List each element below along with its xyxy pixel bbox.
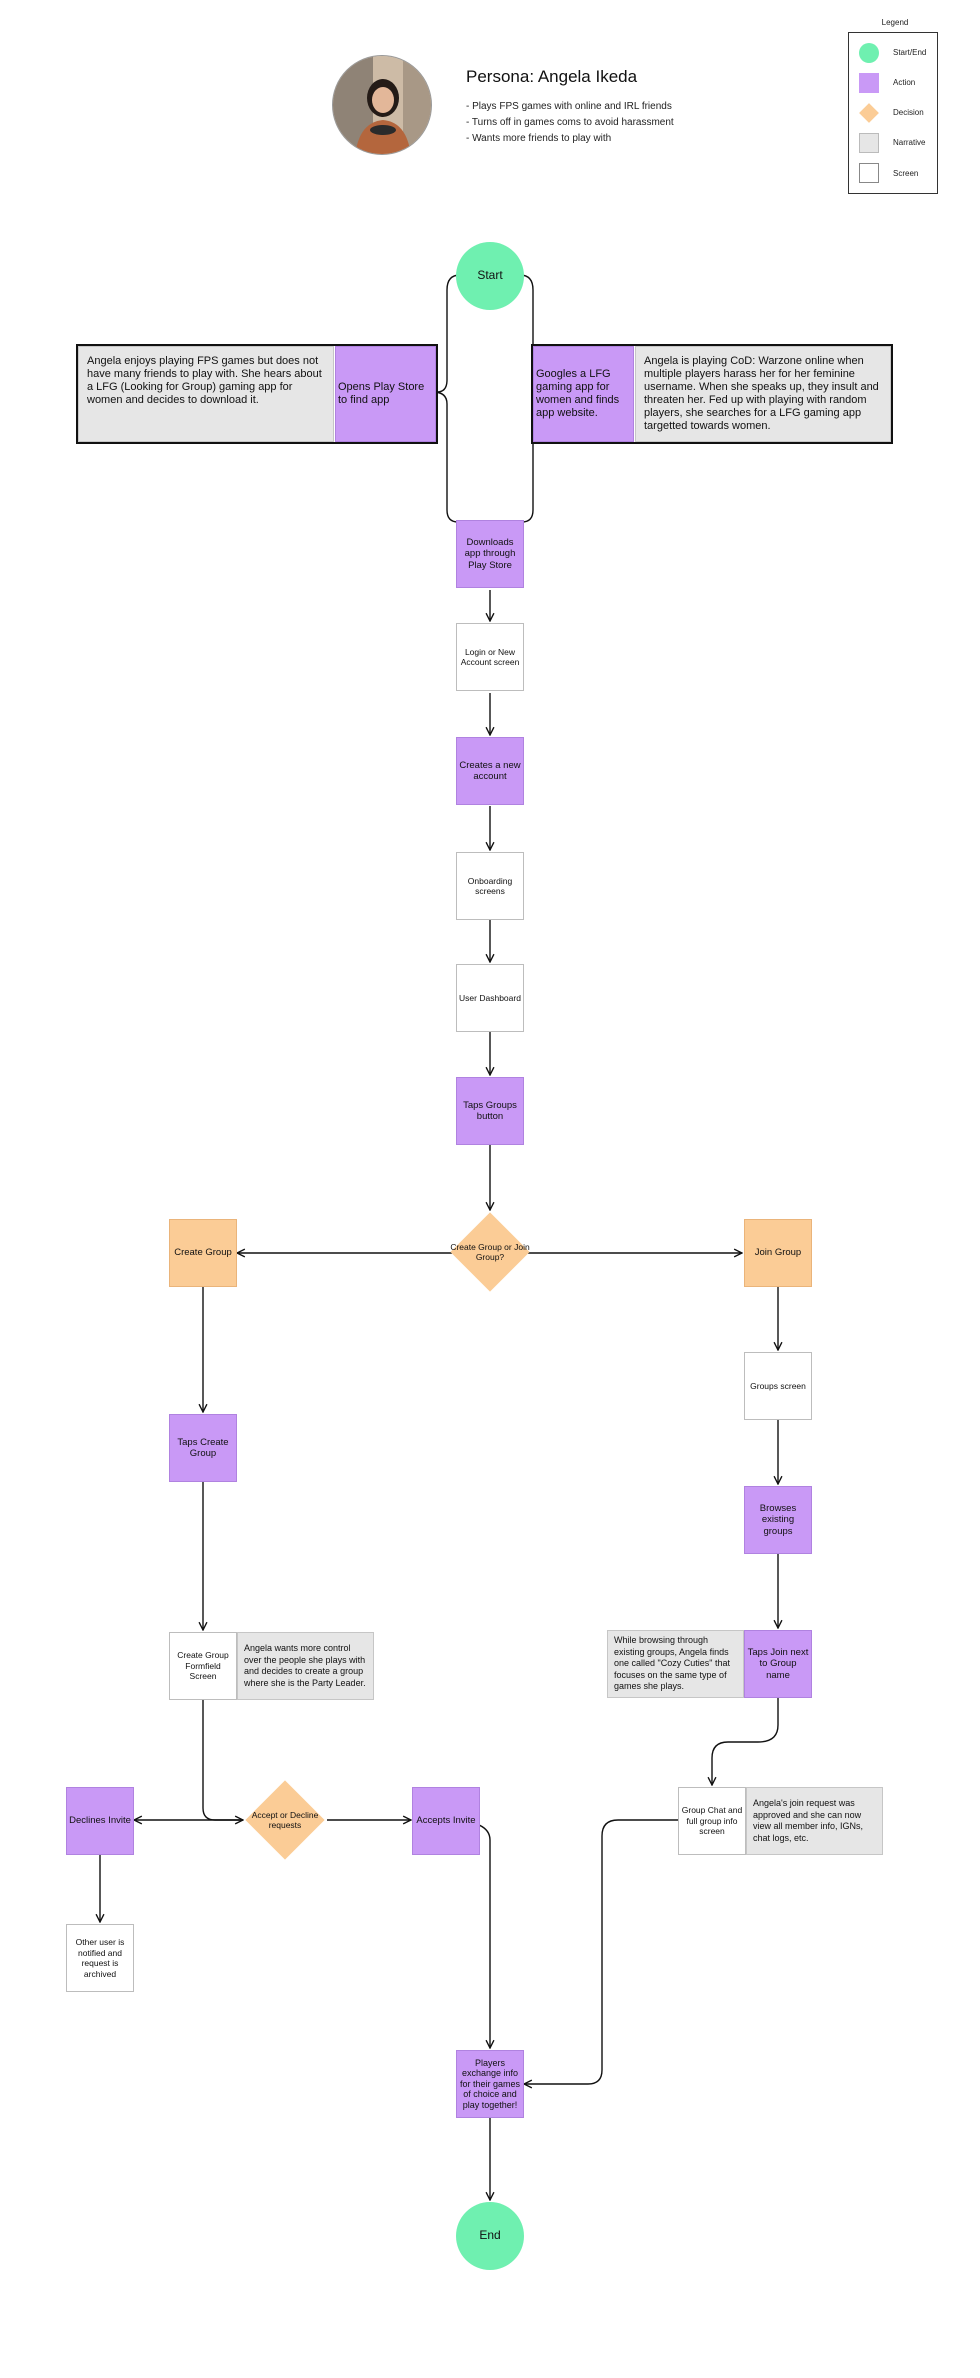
- legend-decision-swatch: [859, 103, 879, 123]
- legend-action-label: Action: [893, 78, 916, 87]
- narrative-approved: Angela's join request was approved and s…: [746, 1787, 883, 1855]
- join-group-node: Join Group: [744, 1219, 812, 1287]
- legend-narrative-swatch: [859, 133, 879, 153]
- login-screen: Login or New Account screen: [456, 623, 524, 691]
- accept-or-decline-label: Accept or Decline requests: [251, 1809, 319, 1831]
- creates-account-action: Creates a new account: [456, 737, 524, 805]
- create-or-join-label: Create Group or Join Group?: [450, 1241, 530, 1263]
- legend-action-swatch: [859, 73, 879, 93]
- persona-avatar: [332, 55, 432, 155]
- persona-title: Persona: Angela Ikeda: [466, 67, 638, 86]
- narrative-row-left: [76, 344, 438, 444]
- narrative-left: Angela enjoys playing FPS games but does…: [78, 346, 334, 442]
- group-chat-screen: Group Chat and full group info screen: [678, 1787, 746, 1855]
- end-node: End: [456, 2202, 524, 2270]
- onboarding-screen: Onboarding screens: [456, 852, 524, 920]
- taps-groups-action: Taps Groups button: [456, 1077, 524, 1145]
- legend-start-end-swatch: [859, 43, 879, 63]
- legend-narrative-label: Narrative: [893, 138, 926, 147]
- narrative-control: Angela wants more control over the peopl…: [237, 1632, 374, 1700]
- request-archived-screen: Other user is notified and request is ar…: [66, 1924, 134, 1992]
- opens-play-store-action: Opens Play Store to find app: [335, 346, 436, 442]
- create-group-node: Create Group: [169, 1219, 237, 1287]
- groups-screen: Groups screen: [744, 1352, 812, 1420]
- narrative-browsing: While browsing through existing groups, …: [607, 1630, 744, 1698]
- create-or-join-decision: Create Group or Join Group?: [450, 1212, 530, 1292]
- declines-invite-action: Declines Invite: [66, 1787, 134, 1855]
- taps-create-group-action: Taps Create Group: [169, 1414, 237, 1482]
- googles-lfg-action: Googles a LFG gaming app for women and f…: [533, 346, 634, 442]
- formfield-screen: Create Group Formfield Screen: [169, 1632, 237, 1700]
- legend-screen-label: Screen: [893, 169, 919, 178]
- legend-screen-swatch: [859, 163, 879, 183]
- legend-title: Legend: [881, 18, 909, 27]
- user-dashboard-screen: User Dashboard: [456, 964, 524, 1032]
- accepts-invite-action: Accepts Invite: [412, 1787, 480, 1855]
- taps-join-action: Taps Join next to Group name: [744, 1630, 812, 1698]
- downloads-app-action: Downloads app through Play Store: [456, 520, 524, 588]
- persona-bullet-3: - Wants more friends to play with: [466, 133, 612, 144]
- persona-bullet-2: - Turns off in games coms to avoid haras…: [466, 117, 674, 128]
- players-exchange-action: Players exchange info for their games of…: [456, 2050, 524, 2118]
- start-node: Start: [456, 242, 524, 310]
- narrative-right: Angela is playing CoD: Warzone online wh…: [635, 346, 891, 442]
- legend-decision-label: Decision: [893, 108, 924, 117]
- legend-box: Start/End Action Decision Narrative Scre…: [848, 32, 938, 194]
- persona-bullet-1: - Plays FPS games with online and IRL fr…: [466, 101, 672, 112]
- browses-groups-action: Browses existing groups: [744, 1486, 812, 1554]
- accept-or-decline-decision: Accept or Decline requests: [245, 1780, 325, 1860]
- narrative-row-right: [531, 344, 893, 444]
- legend-start-end-label: Start/End: [893, 48, 927, 57]
